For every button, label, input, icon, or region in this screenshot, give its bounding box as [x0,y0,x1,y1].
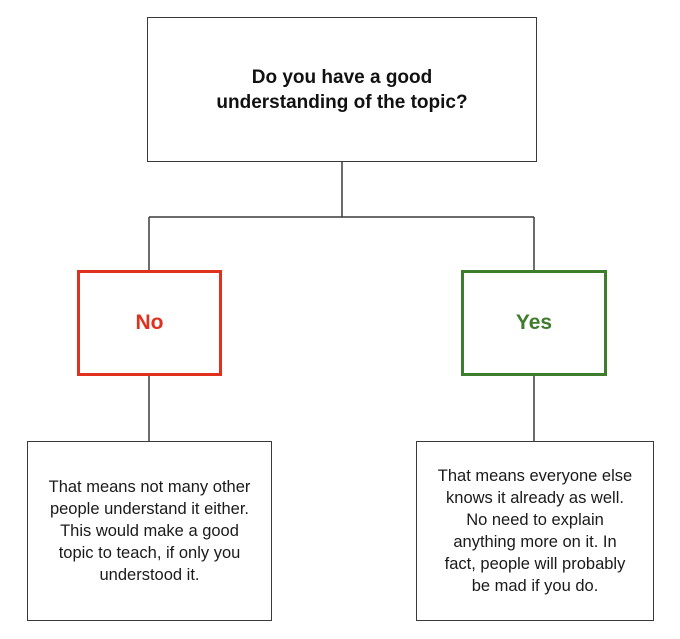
outcome-yes-box: That means everyone else knows it alread… [416,441,654,621]
answer-yes-label: Yes [515,311,553,334]
outcome-yes-text: That means everyone else knows it alread… [437,467,633,595]
outcome-no-box: That means not many other people underst… [27,441,272,621]
outcome-no-text: That means not many other people underst… [48,478,251,584]
question-text: Do you have a good understanding of the … [216,66,468,113]
answer-no-label: No [135,311,164,334]
answer-no-box: No [77,270,222,376]
question-box: Do you have a good understanding of the … [147,17,537,162]
answer-yes-box: Yes [461,270,607,376]
